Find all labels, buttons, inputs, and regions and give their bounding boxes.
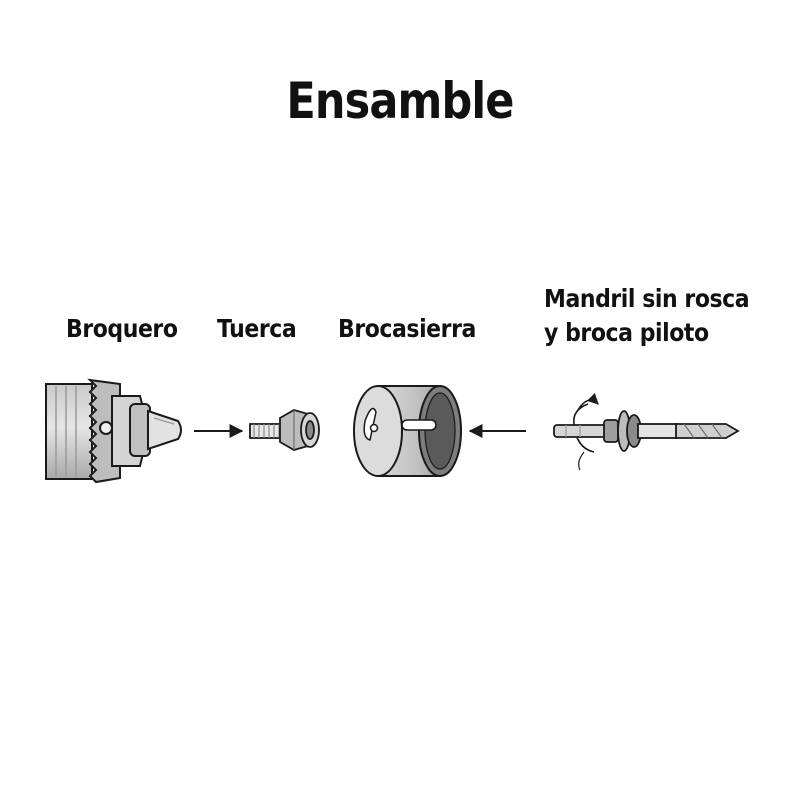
holesaw-icon <box>353 385 462 477</box>
label-mandril-line1: Mandril sin rosca <box>544 284 750 313</box>
nut-icon <box>249 409 320 451</box>
label-brocasierra: Brocasierra <box>338 314 476 343</box>
chuck-icon <box>45 378 182 484</box>
label-mandril-line2: y broca piloto <box>544 318 709 347</box>
assembly-diagram <box>45 378 740 484</box>
page-title: Ensamble <box>286 72 514 130</box>
label-mandril: Mandril sin rosca y broca piloto <box>544 282 750 350</box>
label-tuerca: Tuerca <box>217 314 297 343</box>
arbor-drill-icon <box>553 392 740 471</box>
label-broquero: Broquero <box>66 314 178 343</box>
